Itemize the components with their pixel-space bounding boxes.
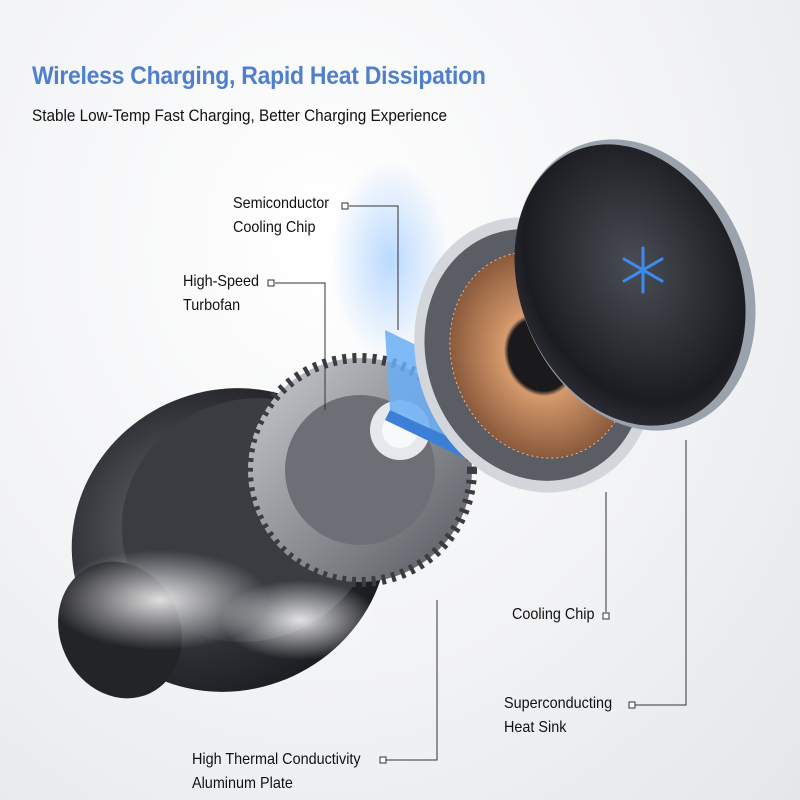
callout-aluminum-plate: High Thermal Conductivity Aluminum Plate [192,748,361,796]
mist-effect [50,550,270,650]
callout-line1: Superconducting [504,695,613,712]
page-title: Wireless Charging, Rapid Heat Dissipatio… [32,62,486,90]
mist-effect [220,580,380,660]
callout-cooling-chip: Cooling Chip [512,603,594,627]
callout-line1: Semiconductor [233,195,330,212]
callout-turbofan: High-Speed Turbofan [183,270,259,318]
callout-line2: Aluminum Plate [192,775,293,792]
callout-line2: Turbofan [183,297,241,314]
superconducting-heat-sink-disc [514,139,756,431]
callout-markers [267,202,636,764]
callout-semiconductor-cooling-chip: Semiconductor Cooling Chip [233,192,329,240]
callout-line2: Heat Sink [504,719,567,736]
snowflake-icon [622,246,664,294]
callout-line2: Cooling Chip [233,219,316,236]
callout-line1: Cooling Chip [512,606,595,623]
callout-line1: High Thermal Conductivity [192,751,361,768]
page-subtitle: Stable Low-Temp Fast Charging, Better Ch… [32,106,448,125]
callout-lines [275,205,687,761]
callout-line1: High-Speed [183,273,260,290]
callout-heat-sink: Superconducting Heat Sink [504,692,612,740]
